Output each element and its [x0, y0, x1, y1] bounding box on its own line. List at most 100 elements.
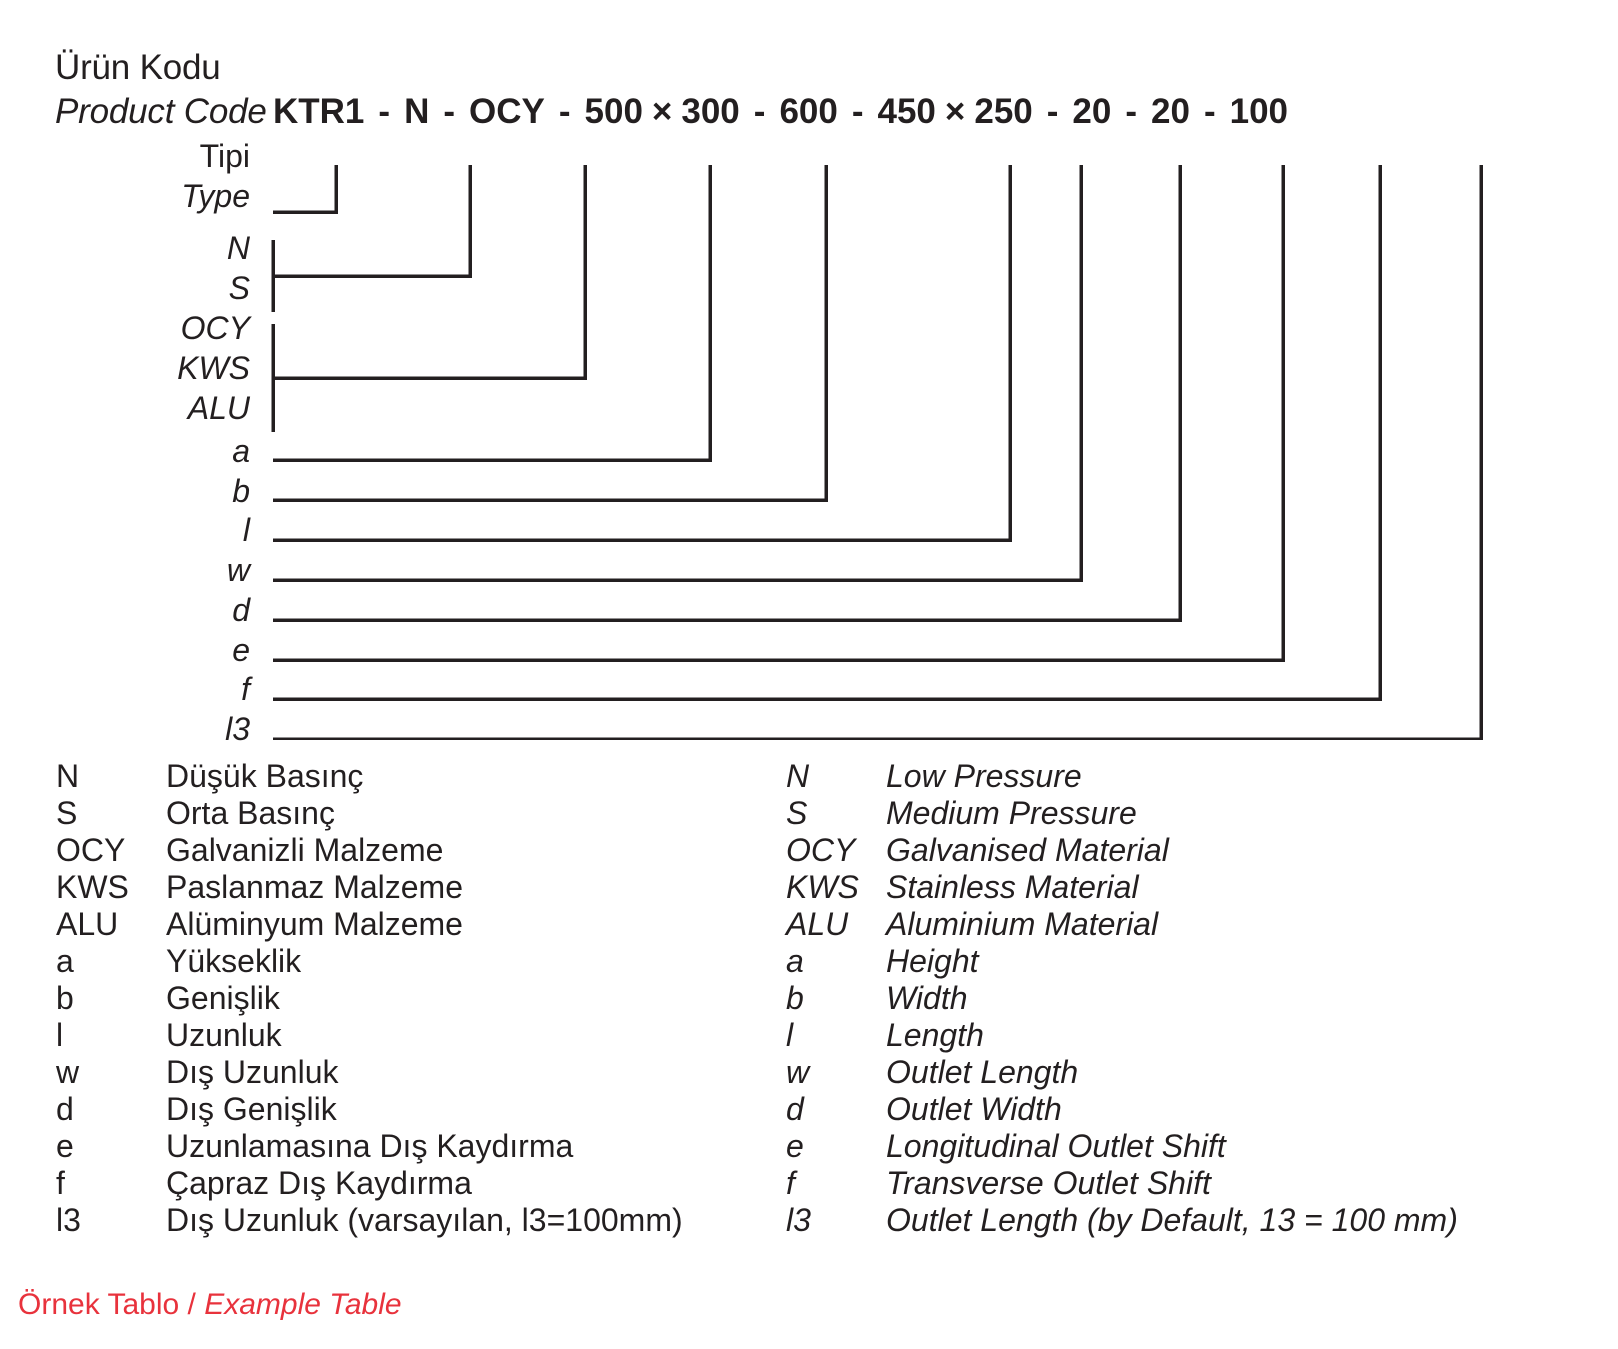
leader-b: [273, 165, 828, 502]
legend-tr-row: KWS Paslanmaz Malzeme: [56, 869, 683, 906]
legend-tr-value: Dış Uzunluk (varsayılan, l3=100mm): [166, 1202, 683, 1238]
legend-tr-key: ALU: [56, 906, 119, 942]
product-code-value: KTR1-N-OCY-500×300-600-450×250-20-20-100: [273, 92, 1288, 132]
legend-tr-key: l: [56, 1017, 64, 1053]
callout-label-ocy: OCY: [180, 310, 250, 346]
callout-label-l: l: [242, 512, 250, 548]
legend-tr-key: b: [56, 980, 74, 1016]
code-segment-0: KTR1: [273, 92, 365, 131]
legend-en-value: Width: [886, 980, 968, 1016]
legend-tr-key: l3: [56, 1202, 81, 1238]
legend-en-value: Outlet Length (by Default, 13 = 100 mm): [886, 1202, 1458, 1238]
legend-tr-row: S Orta Basınç: [56, 795, 683, 832]
product-code-header: Ürün Kodu Product Code KTR1-N-OCY-500×30…: [0, 0, 1618, 150]
code-segment-16: 20: [1072, 92, 1112, 131]
legend-tr-row: l3 Dış Uzunluk (varsayılan, l3=100mm): [56, 1202, 683, 1239]
legend-en-value: Longitudinal Outlet Shift: [886, 1128, 1226, 1164]
code-segment-11: -: [851, 92, 864, 131]
leader-type: [273, 165, 338, 214]
legend-tr-value: Orta Basınç: [166, 795, 335, 831]
legend-tr-value: Paslanmaz Malzeme: [166, 869, 463, 905]
callout-label-f: f: [241, 671, 250, 707]
leader-n-s: [273, 165, 472, 278]
legend-tr-row: d Dış Genişlik: [56, 1091, 683, 1128]
legend-tr-value: Genişlik: [166, 980, 280, 1016]
callout-label-n: N: [226, 230, 250, 266]
legend-en-key: S: [786, 795, 808, 831]
legend-tr-key: e: [56, 1128, 74, 1164]
code-segment-4: OCY: [469, 92, 545, 131]
legend-tr-row: e Uzunlamasına Dış Kaydırma: [56, 1128, 683, 1165]
code-segment-5: -: [558, 92, 571, 131]
code-segment-19: -: [1203, 92, 1216, 131]
code-segment-1: -: [378, 92, 391, 131]
legend-en-key: KWS: [786, 869, 859, 905]
code-segment-6: 500: [584, 92, 643, 131]
code-segment-9: -: [753, 92, 766, 131]
code-segment-7: ×: [651, 92, 673, 131]
leader-l: [273, 165, 1012, 542]
legend-en-key: f: [786, 1165, 795, 1201]
legend-en-value: Medium Pressure: [886, 795, 1137, 831]
leader-e: [273, 165, 1285, 662]
callout-label-e: e: [232, 632, 250, 668]
legend-tr-row: a Yükseklik: [56, 943, 683, 980]
leader-d: [273, 165, 1182, 622]
code-segment-10: 600: [779, 92, 838, 131]
legend-tr-value: Uzunlamasına Dış Kaydırma: [166, 1128, 574, 1164]
leader-lines-svg: [271, 165, 1483, 740]
legend-tr-value: Yükseklik: [166, 943, 302, 979]
legend-en-row: S Medium Pressure: [786, 795, 1458, 832]
legend-tr-value: Alüminyum Malzeme: [166, 906, 463, 942]
callout-label-a: a: [232, 433, 250, 469]
callout-label-w: w: [226, 552, 250, 588]
code-segment-18: 20: [1151, 92, 1190, 131]
callout-label-type: Type: [181, 178, 250, 214]
code-segment-2: N: [404, 92, 430, 131]
legend-tr-key: a: [56, 943, 74, 979]
legend-en-value: Length: [886, 1017, 984, 1053]
example-table-caption: Örnek Tablo / Example Table: [18, 1288, 402, 1322]
legend-tr-key: d: [56, 1091, 74, 1127]
legend-en-key: w: [786, 1054, 810, 1090]
legend-tr-value: Dış Genişlik: [166, 1091, 337, 1127]
legend-tr-value: Çapraz Dış Kaydırma: [166, 1165, 472, 1201]
legend-en-key: ALU: [786, 906, 849, 942]
callout-label-tipi: Tipi: [199, 138, 250, 174]
legend-en-key: N: [786, 758, 810, 794]
legend-tr-row: ALU Alüminyum Malzeme: [56, 906, 683, 943]
legend-tr-value: Dış Uzunluk: [166, 1054, 339, 1090]
legend-en-value: Height: [886, 943, 979, 979]
legend-en-value: Transverse Outlet Shift: [886, 1165, 1211, 1201]
legend-tr-value: Galvanizli Malzeme: [166, 832, 444, 868]
leader-l3: [273, 165, 1483, 740]
legend-en-key: l: [786, 1017, 794, 1053]
code-segment-14: 250: [974, 92, 1033, 131]
legend-tr-key: S: [56, 795, 78, 831]
legend-en-row: l Length: [786, 1017, 1458, 1054]
callout-label-s: S: [228, 270, 250, 306]
code-segment-13: ×: [944, 92, 966, 131]
header-title-tr: Ürün Kodu: [55, 48, 221, 87]
callout-label-alu: ALU: [187, 390, 250, 426]
legend-tr-key: KWS: [56, 869, 129, 905]
legend-en-value: Outlet Width: [886, 1091, 1062, 1127]
code-segment-12: 450: [877, 92, 936, 131]
legend-tr-row: b Genişlik: [56, 980, 683, 1017]
leader-material: [273, 165, 587, 380]
leader-f: [273, 165, 1382, 701]
legend-tr-key: N: [56, 758, 80, 794]
code-segment-8: 300: [681, 92, 740, 131]
callout-label-kws: KWS: [177, 350, 250, 386]
caption-tr: Örnek Tablo: [18, 1288, 180, 1321]
